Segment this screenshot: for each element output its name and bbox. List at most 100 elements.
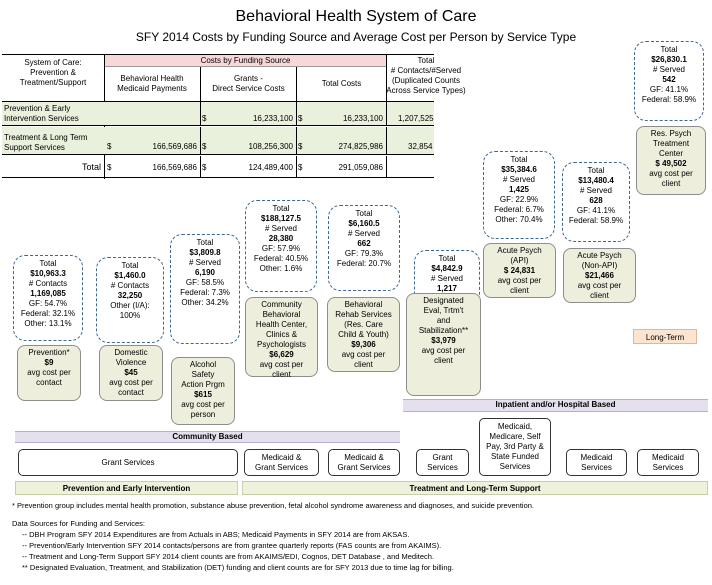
stat-line: Total [39, 259, 57, 268]
service-line: avg cost per [649, 169, 693, 178]
stat-line: 6,190 [194, 268, 216, 277]
footnote: * Prevention group includes mental healt… [12, 501, 534, 510]
stat-line: 1,217 [436, 284, 458, 293]
service-line: Behavioral [262, 310, 301, 319]
service-line: Acute Psych [577, 251, 622, 260]
service-line: $9,306 [351, 340, 376, 349]
stat-line: # Served [347, 229, 381, 238]
stat-line: # Served [264, 224, 298, 233]
stat-line: 32,250 [117, 291, 143, 300]
service-line: client [354, 360, 373, 369]
stat-line: Federal: 7.3% [180, 288, 230, 297]
stat-line: $3,809.8 [189, 248, 221, 257]
page-subtitle: SFY 2014 Costs by Funding Source and Ave… [135, 30, 577, 44]
stat-line: 100% [119, 311, 141, 320]
mixed-funding-box: Medicaid,Medicare, Self Pay, 3rd Party &… [479, 418, 551, 476]
stat-line: $188,127.5 [260, 214, 302, 223]
stat-line: Total [660, 45, 678, 54]
community-band: Community Based [15, 431, 400, 443]
stat-line: # Contacts [110, 281, 150, 290]
col-header-total: Total Costs [296, 67, 386, 102]
col-header-grants: Grants -Direct Service Costs [200, 67, 296, 102]
source-line: -- DBH Program SFY 2014 Expenditures are… [22, 530, 410, 539]
service-line: $ 49,502 [655, 159, 687, 168]
stat-line: GF: 58.5% [185, 278, 225, 287]
service-line: $45 [124, 368, 138, 377]
service-line: $ 24,831 [503, 266, 536, 275]
treatment-band: Treatment and Long-Term Support [242, 481, 708, 495]
inpatient-band: Inpatient and/or Hospital Based [403, 399, 708, 412]
sources-title: Data Sources for Funding and Services: [12, 519, 145, 528]
service-line: client [661, 179, 681, 188]
stat-line: Total [587, 166, 605, 175]
source-line: -- Treatment and Long-Term Support SFY 2… [22, 552, 435, 561]
service-line: avg cost per [497, 276, 542, 285]
stat-line: Total [510, 155, 528, 164]
stat-line: $6,160.5 [348, 219, 380, 228]
page-title: Behavioral Health System of Care [235, 8, 477, 25]
service-line: avg cost per [259, 360, 304, 369]
stat-line: # Contacts [28, 279, 68, 288]
stat-line: GF: 79.3% [344, 249, 384, 258]
medicaid-grant-box-1: Medicaid &Grant Services [244, 449, 319, 476]
service-line: (Non-API) [581, 261, 618, 270]
stat-line: 28,380 [268, 234, 294, 243]
table-total-row: Total $ 166,569,686 $ 124,489,400 $ 291,… [2, 156, 434, 178]
stat-line: $10,963.3 [30, 269, 66, 278]
stat-line: GF: 57.9% [261, 244, 301, 253]
stat-line: Other: 34.2% [181, 298, 229, 307]
service-line: Safety [191, 370, 215, 379]
source-line: -- Prevention/Early Intervention SFY 201… [22, 541, 442, 550]
service-line: Health Center, [255, 320, 308, 329]
service-line: Acute Psych [497, 246, 542, 255]
stat-line: Total [196, 238, 214, 247]
stat-line: GF: 54.7% [28, 299, 68, 308]
service-line: avg cost per [421, 346, 466, 355]
stat-line: GF: 41.1% [576, 206, 616, 215]
col-header-served-text: Total# Contacts/#Served (Duplicated Coun… [386, 56, 466, 95]
service-line: client [434, 356, 453, 365]
stat-line: Federal: 32.1% [20, 309, 76, 318]
stat-line: Other: 70.4% [495, 215, 543, 224]
stat-line: Other: 13.1% [24, 319, 72, 328]
stat-line: Other: 1.6% [259, 264, 303, 273]
service-line: avg cost per [27, 368, 71, 377]
stat-line: Federal: 58.9% [641, 95, 697, 104]
service-line: client [272, 370, 291, 379]
stat-line: Total [272, 204, 290, 213]
stat-line: # Served [430, 274, 464, 283]
service-line: Stabilization** [418, 326, 469, 335]
service-line: $3,979 [431, 336, 456, 345]
service-line: Psychologists [257, 340, 306, 349]
funding-group-header: Costs by Funding Source [104, 55, 386, 67]
stat-line: 628 [589, 196, 603, 205]
service-line: contact [118, 388, 144, 397]
stat-line: $4,842.9 [431, 264, 463, 273]
service-line: Violence [115, 358, 147, 367]
stat-line: # Served [502, 175, 536, 184]
stat-line: 662 [357, 239, 371, 248]
service-line: Designated [423, 296, 464, 305]
service-line: Alcohol [189, 360, 217, 369]
stat-line: Federal: 20.7% [336, 259, 392, 268]
service-line: Behavioral [344, 300, 383, 309]
service-line: avg cost per [341, 350, 386, 359]
service-line: Treatment [652, 139, 690, 148]
service-line: avg cost per [109, 378, 153, 387]
medicaid-grant-box-2: Medicaid &Grant Services [328, 449, 400, 476]
service-line: and [436, 316, 451, 325]
stat-line: Total [121, 261, 139, 270]
